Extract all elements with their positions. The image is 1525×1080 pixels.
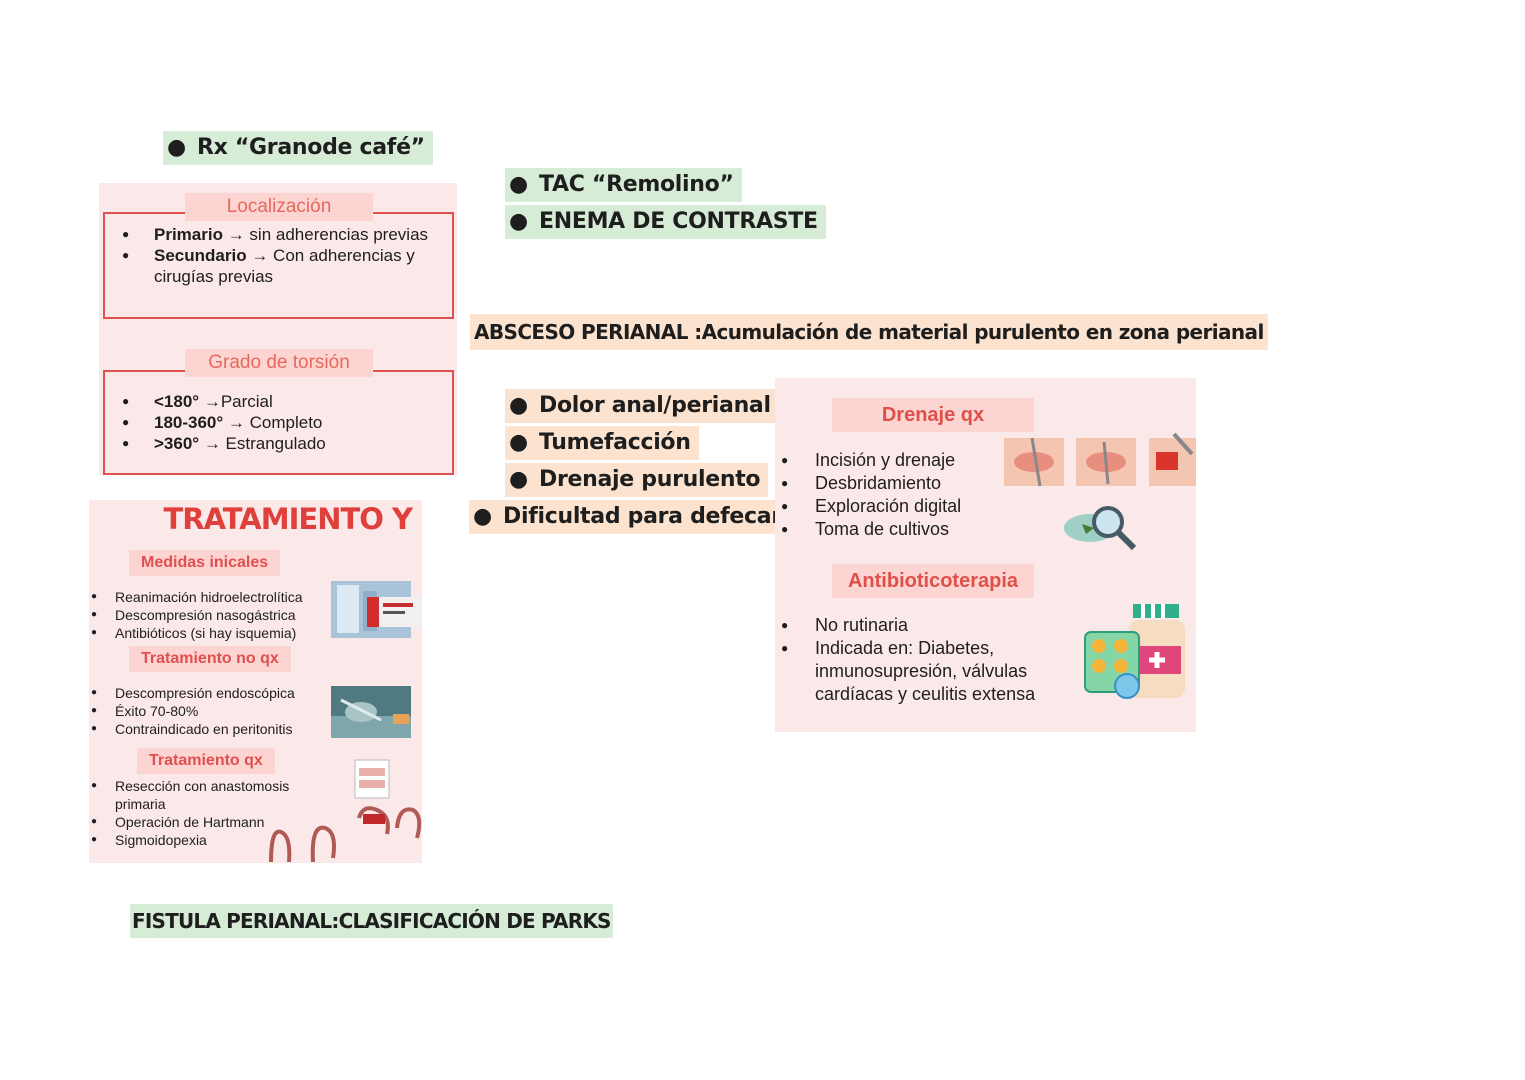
antibio-item: No rutinaria	[777, 614, 1067, 637]
symptom-text: Tumefacción	[539, 430, 691, 455]
no-qx-list: Descompresión endoscópica Éxito 70-80% C…	[91, 684, 331, 738]
qx-item: Resección con anastomosis primaria	[91, 777, 301, 813]
enema-bullet: ●ENEMA DE CONTRASTE	[505, 205, 826, 239]
localizacion-item: Secundario → Con adherencias y cirugías …	[104, 245, 449, 287]
localizacion-item: Primario → sin adherencias previas	[104, 224, 449, 245]
localizacion-list: Primario → sin adherencias previas Secun…	[104, 224, 449, 287]
enema-text: ENEMA DE CONTRASTE	[539, 209, 818, 234]
torsion-item: 180-360° → Completo	[104, 412, 449, 433]
qx-label: Tratamiento qx	[137, 748, 275, 774]
symptom-text: Dificultad para defecar	[503, 504, 782, 529]
no-qx-item: Descompresión endoscópica	[91, 684, 331, 702]
drenaje-item: Exploración digital	[777, 495, 1007, 518]
symptom-item: ●Dolor anal/perianal	[505, 389, 779, 423]
drenaje-item: Toma de cultivos	[777, 518, 1007, 541]
symptom-item: ●Dificultad para defecar	[469, 500, 790, 534]
no-qx-item: Contraindicado en peritonitis	[91, 720, 331, 738]
no-qx-label: Tratamiento no qx	[129, 646, 291, 672]
drainage-steps-image	[1004, 428, 1196, 554]
tac-bullet: ●TAC “Remolino”	[505, 168, 742, 202]
torsion-title: Grado de torsión	[185, 349, 373, 377]
medidas-item: Descompresión nasogástrica	[91, 606, 331, 624]
iv-medication-image	[331, 581, 421, 638]
antibio-list: No rutinaria Indicada en: Diabetes, inmu…	[777, 614, 1067, 706]
colon-anatomy-image	[267, 758, 422, 863]
drenaje-item: Desbridamiento	[777, 472, 1007, 495]
torsion-item: <180° →Parcial	[104, 391, 449, 412]
medidas-label: Medidas inicales	[129, 550, 281, 576]
qx-list: Resección con anastomosis primaria Opera…	[91, 777, 301, 849]
antibio-item: Indicada en: Diabetes, inmunosupresión, …	[777, 637, 1067, 706]
torsion-item: >360° → Estrangulado	[104, 433, 449, 454]
drenaje-label: Drenaje qx	[832, 398, 1034, 432]
symptom-text: Dolor anal/perianal	[539, 393, 771, 418]
tratamiento-panel: TRATAMIENTO Y Medidas inicales Reanimaci…	[89, 500, 422, 863]
medidas-list: Reanimación hidroelectrolítica Descompre…	[91, 588, 331, 642]
tac-text: TAC “Remolino”	[539, 172, 734, 197]
symptom-item: ●Drenaje purulento	[505, 463, 769, 497]
drenaje-list: Incisión y drenaje Desbridamiento Explor…	[777, 449, 1007, 541]
medidas-item: Antibióticos (si hay isquemia)	[91, 624, 331, 642]
antibio-label: Antibioticoterapia	[832, 564, 1034, 598]
absceso-heading: ABSCESO PERIANAL :Acumulación de materia…	[470, 314, 1268, 350]
pills-icon	[1083, 602, 1189, 702]
medidas-item: Reanimación hidroelectrolítica	[91, 588, 331, 606]
drenaje-item: Incisión y drenaje	[777, 449, 1007, 472]
endoscopy-image	[331, 686, 411, 738]
no-qx-item: Éxito 70-80%	[91, 702, 331, 720]
qx-item: Sigmoidopexia	[91, 831, 301, 849]
drenaje-panel: Drenaje qx Incisión y drenaje Desbridami…	[775, 378, 1196, 732]
fistula-heading: FISTULA PERIANAL:CLASIFICACIÓN DE PARKS	[130, 904, 613, 938]
symptom-item: ●Tumefacción	[505, 426, 699, 460]
symptom-text: Drenaje purulento	[539, 467, 761, 492]
rx-bullet: ●Rx “Granode café”	[163, 131, 433, 165]
torsion-list: <180° →Parcial 180-360° → Completo >360°…	[104, 391, 449, 454]
tratamiento-title: TRATAMIENTO Y	[163, 502, 413, 536]
rx-text: Rx “Granode café”	[197, 135, 425, 160]
qx-item: Operación de Hartmann	[91, 813, 301, 831]
localizacion-title: Localización	[185, 193, 373, 221]
diagnosis-panel: Localización Primario → sin adherencias …	[99, 183, 457, 475]
